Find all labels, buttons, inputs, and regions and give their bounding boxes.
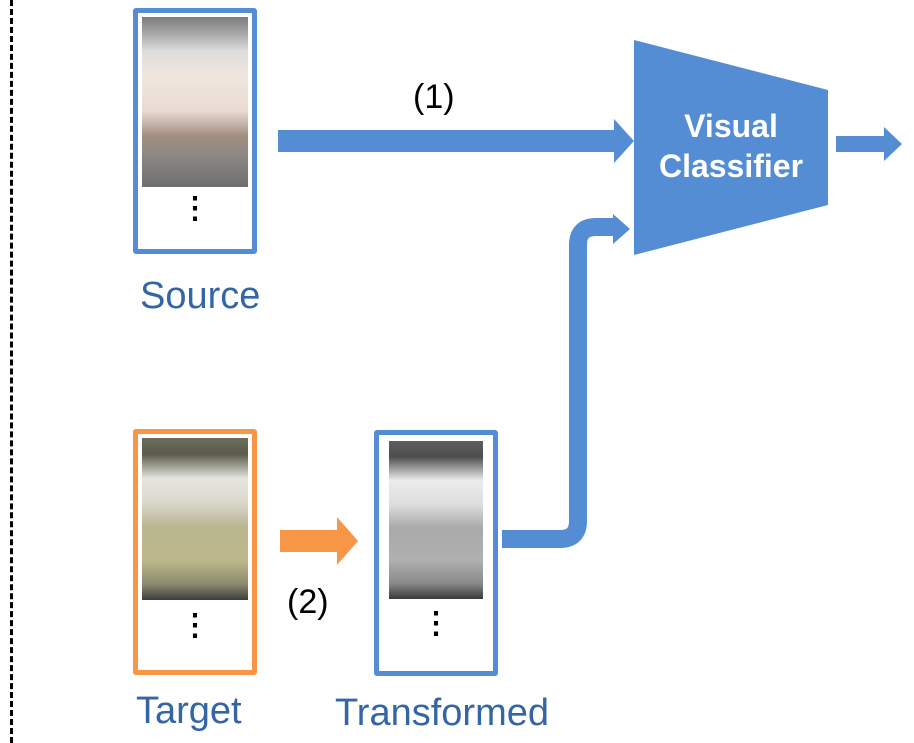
source-ellipsis: ⋮: [180, 192, 210, 225]
target-card: ⋮: [133, 429, 257, 675]
step-1-label: (1): [413, 78, 455, 116]
classifier-shape: [634, 40, 828, 255]
classifier-label: Visual Classifier: [634, 106, 828, 186]
transformed-image: [389, 441, 483, 599]
arrow-target-to-transformed: [280, 517, 358, 565]
target-image: [142, 438, 248, 600]
arrow-head-transformed-to-classifier: [613, 214, 630, 244]
source-card: ⋮: [133, 8, 257, 254]
transformed-card: ⋮: [374, 430, 498, 676]
classifier-label-line1: Visual: [684, 108, 778, 144]
source-image: [142, 17, 248, 187]
transformed-label: Transformed: [335, 692, 549, 734]
arrow-transformed-to-classifier: [502, 218, 618, 548]
dashed-separator: [10, 0, 13, 743]
source-label: Source: [140, 275, 261, 317]
classifier-label-line2: Classifier: [658, 148, 804, 184]
arrow-source-to-classifier: [278, 119, 634, 163]
arrow-classifier-output: [836, 127, 902, 161]
step-2-label: (2): [287, 583, 329, 621]
target-label: Target: [136, 690, 242, 732]
transformed-ellipsis: ⋮: [421, 607, 451, 640]
target-ellipsis: ⋮: [180, 609, 210, 642]
